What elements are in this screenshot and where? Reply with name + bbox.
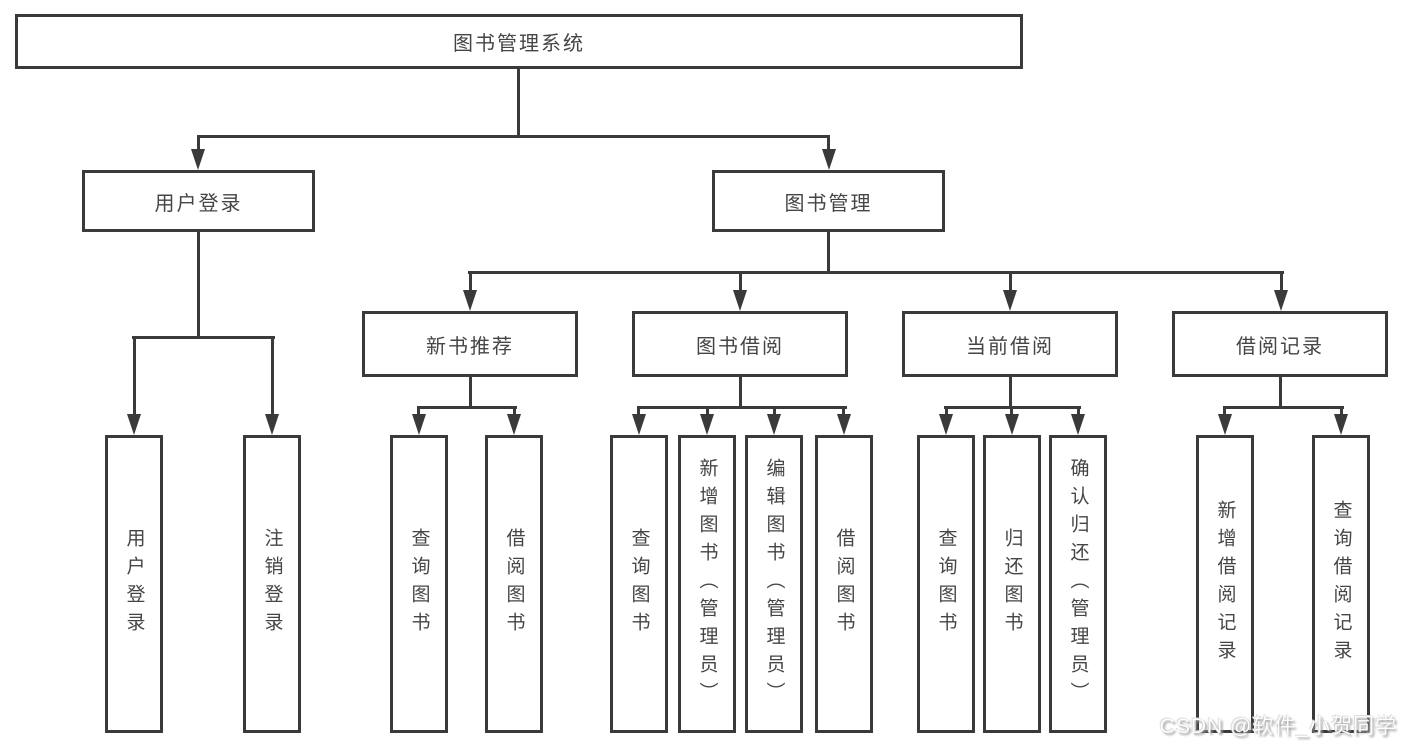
arrowhead-g2-2 bbox=[507, 414, 521, 435]
connector-user-login-drop bbox=[197, 232, 200, 339]
leaf-borrow-books-recommend: 借阅图书 bbox=[485, 435, 543, 733]
arrowhead-book-management bbox=[822, 149, 836, 170]
arrowhead-g3-4 bbox=[837, 414, 851, 435]
connector-arrow-book-borrow bbox=[739, 271, 742, 294]
arrowhead-g4-1 bbox=[939, 414, 953, 435]
arrowhead-g5-1 bbox=[1218, 414, 1232, 435]
arrowhead-book-borrow bbox=[733, 290, 747, 311]
connector-arrow-g3-3 bbox=[773, 406, 776, 417]
connector-level2-bar bbox=[468, 271, 1284, 274]
node-user-login: 用户登录 bbox=[82, 170, 315, 232]
connector-borrow-records-drop bbox=[1279, 377, 1282, 409]
connector-borrow-records-bar bbox=[1223, 406, 1344, 409]
connector-arrow-g2-1 bbox=[417, 406, 420, 417]
connector-arrow-new-book bbox=[469, 271, 472, 294]
node-current-borrow: 当前借阅 bbox=[902, 311, 1118, 377]
csdn-watermark: CSDN @软件_小贺同学 bbox=[1159, 715, 1397, 738]
connector-arrow-g3-1 bbox=[637, 406, 640, 417]
arrowhead-g3-3 bbox=[767, 414, 781, 435]
connector-book-borrow-bar bbox=[637, 406, 847, 409]
connector-root-drop bbox=[517, 69, 520, 138]
arrowhead-g3-2 bbox=[700, 414, 714, 435]
leaf-borrow-books: 借阅图书 bbox=[815, 435, 873, 733]
connector-arrow-g5-2 bbox=[1340, 406, 1343, 417]
arrowhead-new-book bbox=[463, 290, 477, 311]
leaf-query-books-current: 查询图书 bbox=[917, 435, 975, 733]
node-root: 图书管理系统 bbox=[15, 14, 1023, 69]
connector-arrow-book-management bbox=[827, 135, 830, 153]
connector-arrow-g4-2 bbox=[1010, 406, 1013, 417]
arrowhead-user-login bbox=[191, 149, 205, 170]
connector-arrow-g4-1 bbox=[945, 406, 948, 417]
arrowhead-g3-1 bbox=[632, 414, 646, 435]
connector-level1-bar bbox=[197, 135, 830, 138]
leaf-confirm-return-admin: 确认归还（管理员） bbox=[1049, 435, 1107, 733]
connector-book-borrow-drop bbox=[739, 377, 742, 409]
connector-arrow-g5-1 bbox=[1223, 406, 1226, 417]
connector-user-login-bar bbox=[132, 336, 275, 339]
leaf-edit-books-admin: 编辑图书（管理员） bbox=[745, 435, 803, 733]
connector-arrow-leaf-logout bbox=[271, 336, 274, 416]
arrowhead-g4-2 bbox=[1005, 414, 1019, 435]
leaf-user-login: 用户登录 bbox=[105, 435, 163, 733]
leaf-add-books-admin: 新增图书（管理员） bbox=[678, 435, 736, 733]
node-book-management: 图书管理 bbox=[712, 170, 945, 232]
leaf-add-borrow-record: 新增借阅记录 bbox=[1196, 435, 1254, 733]
node-book-borrow: 图书借阅 bbox=[632, 311, 848, 377]
leaf-logout: 注销登录 bbox=[243, 435, 301, 733]
arrowhead-g2-1 bbox=[412, 414, 426, 435]
arrowhead-current-borrow bbox=[1003, 290, 1017, 311]
leaf-query-books-borrow: 查询图书 bbox=[610, 435, 668, 733]
connector-arrow-g2-2 bbox=[513, 406, 516, 417]
arrowhead-g5-2 bbox=[1334, 414, 1348, 435]
connector-arrow-user-login bbox=[197, 135, 200, 153]
arrowhead-g4-3 bbox=[1071, 414, 1085, 435]
arrowhead-leaf-logout bbox=[265, 414, 279, 435]
arrowhead-borrow-records bbox=[1274, 290, 1288, 311]
connector-arrow-g3-4 bbox=[842, 406, 845, 417]
connector-arrow-g3-2 bbox=[706, 406, 709, 417]
leaf-return-books: 归还图书 bbox=[983, 435, 1041, 733]
connector-arrow-leaf-user-login bbox=[133, 336, 136, 416]
connector-new-book-bar bbox=[417, 406, 517, 409]
connector-book-management-drop bbox=[827, 232, 830, 274]
connector-current-borrow-drop bbox=[1009, 377, 1012, 409]
connector-arrow-g4-3 bbox=[1077, 406, 1080, 417]
leaf-query-borrow-record: 查询借阅记录 bbox=[1312, 435, 1370, 733]
arrowhead-leaf-user-login bbox=[127, 414, 141, 435]
node-borrow-records: 借阅记录 bbox=[1172, 311, 1388, 377]
leaf-query-books-recommend: 查询图书 bbox=[390, 435, 448, 733]
connector-new-book-drop bbox=[469, 377, 472, 409]
connector-arrow-current-borrow bbox=[1009, 271, 1012, 294]
node-new-book-recommend: 新书推荐 bbox=[362, 311, 578, 377]
connector-arrow-borrow-records bbox=[1280, 271, 1283, 294]
